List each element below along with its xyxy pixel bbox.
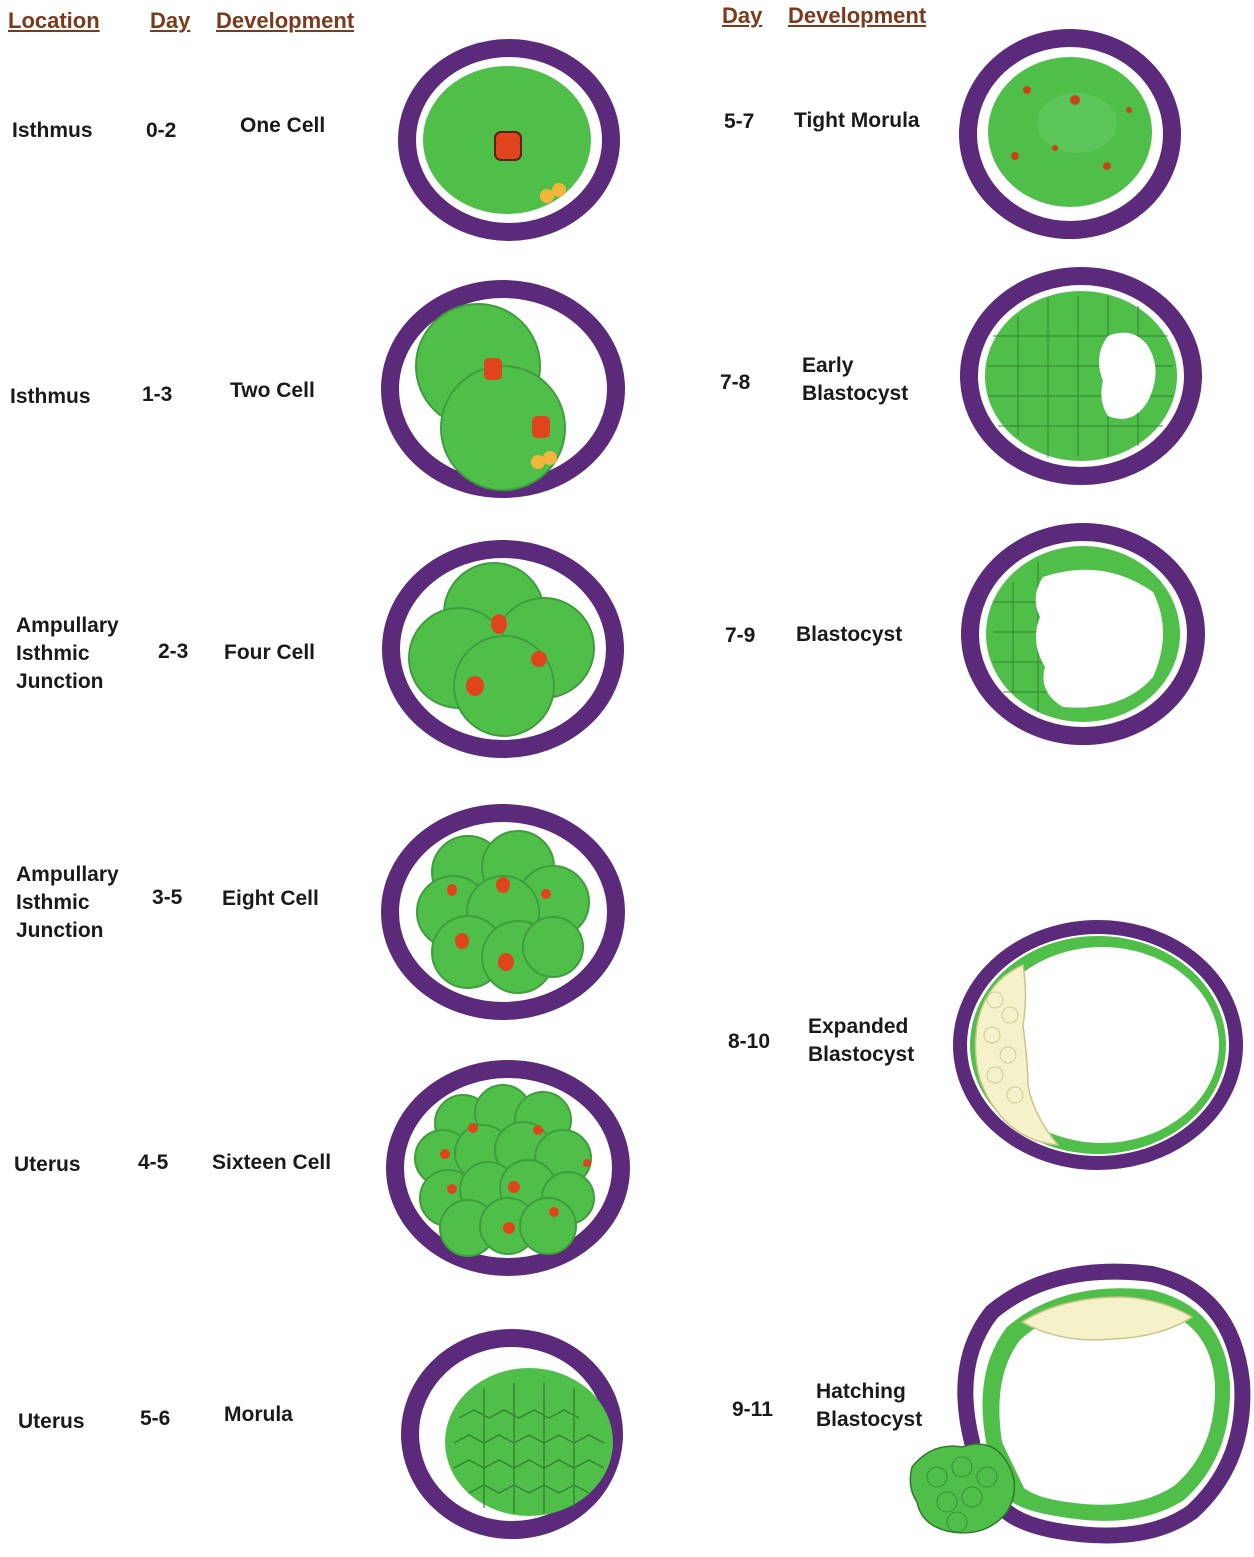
header-day-left: Day [150,8,190,34]
day-label: 3-5 [152,884,182,912]
day-label: 0-2 [146,117,176,145]
day-label: 8-10 [728,1028,770,1056]
development-label: One Cell [240,112,325,140]
embryo-blastocyst [958,522,1208,746]
development-label: Tight Morula [794,107,920,135]
polar-body [552,183,566,197]
development-label: Early Blastocyst [802,352,942,408]
header-development-left: Development [216,8,354,34]
embryo-eight-cell [378,802,628,1022]
development-label: Sixteen Cell [212,1149,331,1177]
embryo-hatching-blastocyst [912,1262,1250,1554]
day-label: 1-3 [142,381,172,409]
development-label: Morula [224,1401,293,1429]
polar-body [540,189,554,203]
location-label: Ampullary Isthmic Junction [16,612,156,696]
location-label: Ampullary Isthmic Junction [16,861,156,945]
embryo-early-blastocyst [958,266,1204,486]
embryo-tight-morula [957,28,1183,240]
embryo-morula [399,1328,625,1540]
embryo-expanded-blastocyst [950,920,1250,1172]
header-development-right: Development [788,3,926,29]
day-label: 5-6 [140,1405,170,1433]
day-label: 9-11 [732,1396,773,1424]
day-label: 5-7 [724,108,754,136]
nucleus [495,132,521,160]
location-label: Uterus [14,1151,81,1179]
embryo-one-cell [397,38,621,242]
development-label: Eight Cell [222,885,319,913]
day-label: 4-5 [138,1149,168,1177]
header-location: Location [8,8,100,34]
location-label: Isthmus [12,117,93,145]
day-label: 7-8 [720,369,750,397]
development-label: Expanded Blastocyst [808,1013,948,1069]
embryo-two-cell [378,278,628,500]
day-label: 2-3 [158,638,188,666]
location-label: Uterus [18,1408,85,1436]
development-label: Blastocyst [796,621,902,649]
day-label: 7-9 [725,622,755,650]
header-day-right: Day [722,3,762,29]
location-label: Isthmus [10,383,91,411]
embryo-four-cell [379,538,627,760]
development-label: Four Cell [224,639,315,667]
development-label: Two Cell [230,377,315,405]
embryo-sixteen-cell [383,1058,633,1278]
